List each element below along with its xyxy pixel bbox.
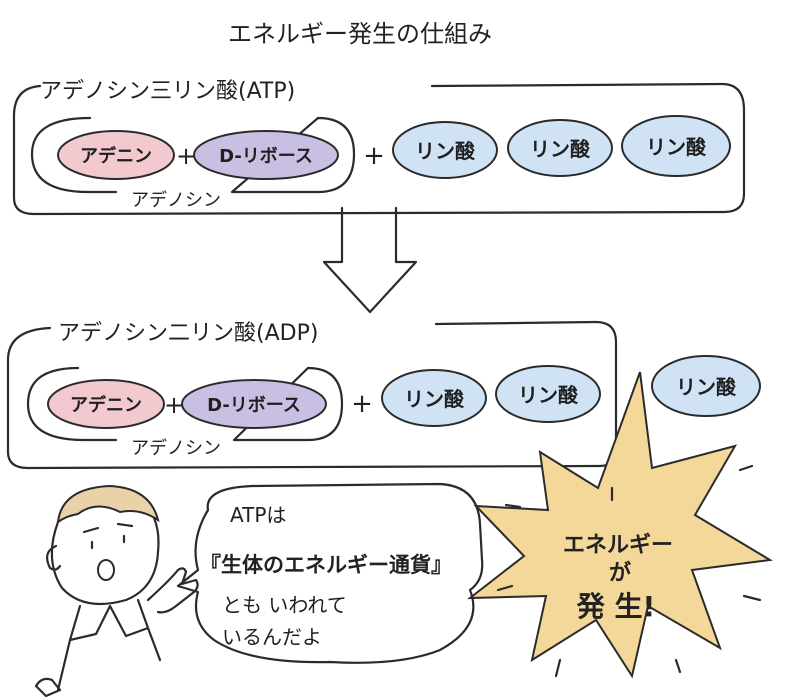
character-lower-hand (34, 677, 62, 698)
adp-plus-1: + (164, 391, 184, 419)
atp-phosphate-1-pill (392, 121, 498, 179)
character-eyes (82, 522, 134, 550)
speech-line-4: いるんだよ (222, 625, 322, 649)
adp-adenosine-frame (26, 366, 344, 442)
adp-phosphate-1-pill (381, 369, 487, 427)
speech-bubble-outline (176, 482, 484, 664)
burst-line-3: 発 生! (576, 590, 656, 623)
atp-phosphate-2-pill (507, 119, 613, 177)
down-arrow (322, 206, 418, 314)
atp-phosphate-1-text: リン酸 (415, 139, 476, 163)
adp-phosphate-1-text: リン酸 (404, 387, 465, 411)
adp-adenosine-label: アデノシン (131, 438, 221, 459)
speech-line-1: ATPは (230, 503, 286, 527)
character-illustration (34, 484, 199, 698)
released-phosphate-text: リン酸 (676, 375, 737, 399)
atp-group: アデノシン三リン酸(ATP) アデノシン アデニン + D-リボース + リン酸… (12, 79, 746, 216)
atp-label: アデノシン三リン酸(ATP) (40, 79, 295, 104)
burst-line-1: エネルギー (563, 533, 673, 558)
adp-ribose-text: D-リボース (207, 395, 301, 416)
atp-adenine-text: アデニン (80, 145, 152, 167)
speech-line-2: 『生体のエネルギー通貨』 (200, 553, 452, 577)
adp-phosphate-2-text: リン酸 (518, 383, 579, 407)
adp-label: アデノシン二リン酸(ADP) (58, 321, 318, 346)
page-title: エネルギー発生の仕組み (228, 20, 492, 48)
atp-plus-2: + (363, 141, 385, 171)
atp-ribose-text: D-リボース (219, 146, 313, 167)
adp-frame (6, 320, 618, 470)
adp-group: アデノシン二リン酸(ADP) アデノシン アデニン + D-リボース + リン酸… (6, 320, 618, 470)
atp-phosphate-2-text: リン酸 (530, 137, 591, 161)
atp-ribose-pill (193, 130, 339, 180)
adp-adenine-pill (47, 379, 165, 429)
burst-shape (466, 371, 773, 679)
speech-line-3: とも いわれて (222, 593, 347, 617)
character-ear (45, 544, 62, 571)
character-hair (56, 484, 160, 525)
atp-adenine-pill (57, 130, 175, 180)
adp-phosphate-2-pill (495, 365, 601, 423)
atp-adenosine-label: アデノシン (131, 190, 221, 211)
speech-bubble: ATPは 『生体のエネルギー通貨』 とも いわれて いるんだよ (176, 482, 484, 664)
character-hand (146, 567, 199, 614)
energy-burst: エネルギー が 発 生! (466, 371, 773, 679)
character-mouth (97, 559, 115, 581)
adp-adenine-text: アデニン (70, 394, 142, 416)
atp-phosphate-3-text: リン酸 (646, 135, 707, 159)
atp-phosphate-3-pill (621, 115, 731, 177)
atp-plus-1: + (176, 142, 196, 170)
adp-plus-2: + (351, 389, 373, 419)
released-phosphate-pill (651, 355, 761, 417)
atp-adenosine-frame (30, 116, 356, 194)
character-body (56, 598, 162, 692)
burst-dash-lines (496, 464, 762, 678)
burst-line-2: が (609, 560, 631, 586)
atp-frame (12, 82, 746, 216)
adp-ribose-pill (181, 379, 327, 429)
